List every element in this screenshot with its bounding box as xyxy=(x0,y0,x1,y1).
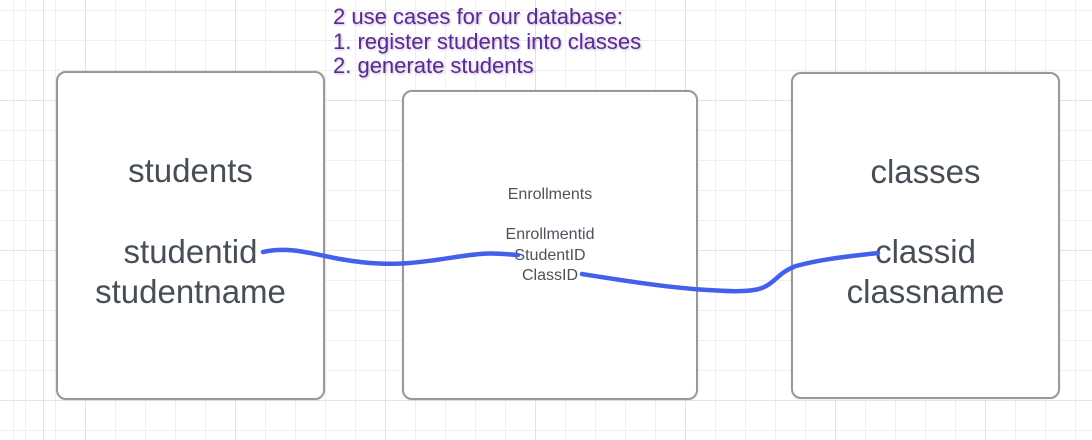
annotation-line-3: 2. generate students xyxy=(333,53,534,78)
connector-classid-classid[interactable] xyxy=(579,250,881,294)
entity-students[interactable]: students studentid studentname xyxy=(56,71,325,400)
annotation-line-2: 1. register students into classes xyxy=(333,28,642,54)
entity-field[interactable]: studentid xyxy=(123,233,258,270)
entity-title[interactable]: Enrollments xyxy=(507,186,593,203)
entity-field[interactable]: studentname xyxy=(95,273,286,310)
entity-title[interactable]: classes xyxy=(870,153,981,190)
connector-studentid-studentid[interactable] xyxy=(260,247,521,267)
entity-field[interactable]: Enrollmentid xyxy=(505,226,595,243)
entity-enrollments[interactable]: Enrollments Enrollmentid StudentID Class… xyxy=(402,90,698,400)
entity-field[interactable]: ClassID xyxy=(521,267,578,284)
annotation-text[interactable]: 2 use cases for our database: 1. registe… xyxy=(333,4,642,79)
entity-title[interactable]: students xyxy=(128,152,253,189)
entity-classes[interactable]: classes classid classname xyxy=(791,72,1060,399)
entity-field[interactable]: classid xyxy=(875,233,976,270)
entity-field[interactable]: StudentID xyxy=(514,247,586,264)
entity-field[interactable]: classname xyxy=(846,273,1005,310)
annotation-line-1: 2 use cases for our database: xyxy=(333,4,623,29)
